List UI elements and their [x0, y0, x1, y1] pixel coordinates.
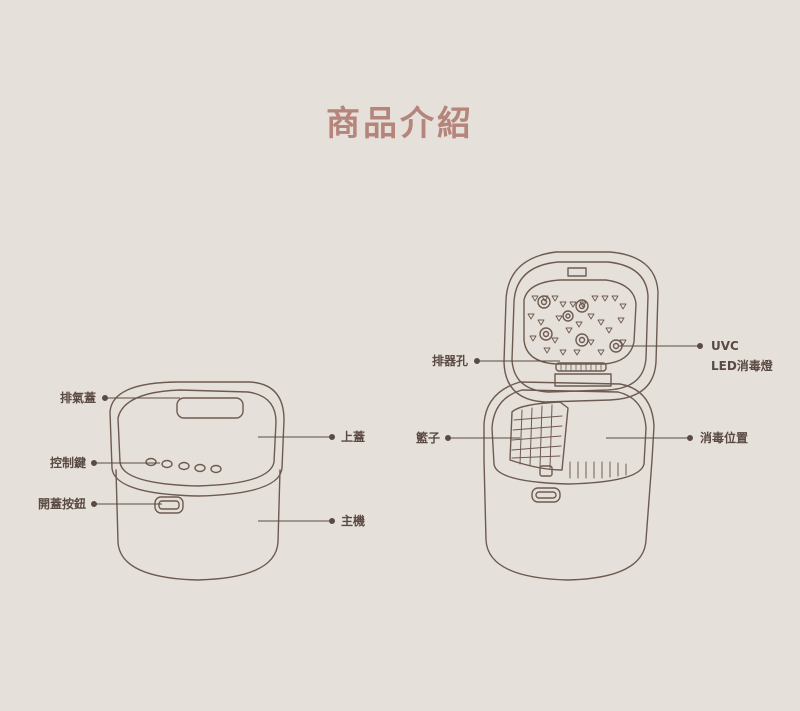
left-top-lid — [109, 381, 285, 497]
right-sterilizer — [483, 251, 659, 581]
label-exhaust-hole: 排器孔 — [431, 354, 468, 368]
uvc-leds — [537, 295, 623, 353]
right-open-lid — [503, 251, 659, 403]
uvc-pattern — [527, 295, 627, 356]
label-uvc-line1: UVC — [711, 339, 739, 353]
label-lid-open-button: 開蓋按鈕 — [37, 497, 86, 511]
label-vent-cover: 排氣蓋 — [59, 391, 96, 405]
left-main-body — [115, 469, 281, 581]
basket — [509, 401, 569, 477]
right-main-body — [483, 381, 655, 581]
left-control-keys — [145, 457, 222, 474]
left-sterilizer — [109, 381, 285, 581]
label-main-body: 主機 — [341, 514, 366, 528]
label-sterilize-position: 消毒位置 — [700, 431, 749, 445]
label-basket: 籃子 — [415, 431, 440, 445]
label-uvc-line2: LED消毒燈 — [711, 359, 773, 373]
left-vent-cover — [176, 397, 244, 419]
exhaust-hole — [555, 362, 607, 372]
inner-rack — [569, 461, 627, 479]
left-lid-open-button — [154, 496, 184, 514]
page-title: 商品介紹 — [326, 104, 474, 144]
label-top-lid: 上蓋 — [341, 430, 366, 444]
uvc-led-panel — [523, 279, 637, 365]
label-control-keys: 控制鍵 — [49, 456, 86, 470]
